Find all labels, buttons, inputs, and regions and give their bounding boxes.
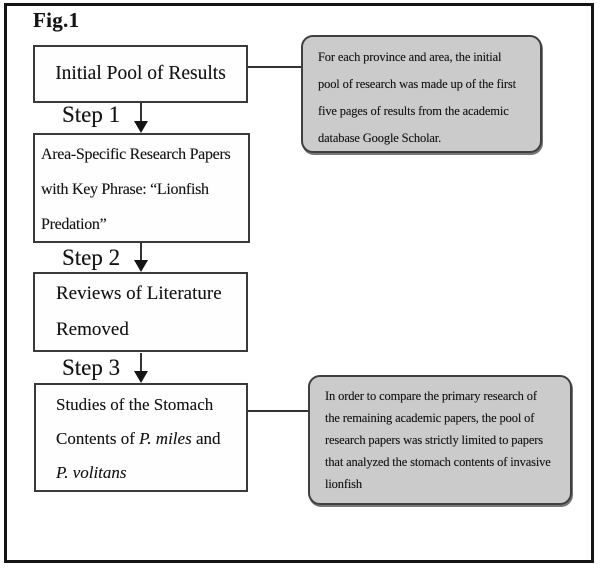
flow-box-area-specific-text: Area-Specific Research Papers with Key Ph…: [41, 137, 248, 241]
flow-box-text-line: Reviews of Literature: [56, 283, 222, 304]
connector-line-stomach-content: [247, 410, 308, 412]
arrow-down-1-icon: [134, 121, 148, 133]
step-2-label: Step 2: [62, 245, 121, 270]
callout-text-line: five pages of results from the academic: [318, 104, 509, 118]
arrow-down-2-icon: [134, 260, 148, 272]
callout-stomach-content-text: In order to compare the primary research…: [325, 385, 558, 495]
flow-box-text-line: Studies of the Stomach: [56, 395, 214, 414]
callout-text-line: In order to compare the primary research…: [325, 389, 537, 403]
flow-box-text-line: Area-Specific Research Papers: [41, 146, 231, 163]
flow-box-initial-pool: Initial Pool of Results: [33, 45, 248, 103]
callout-text-line: lionfish: [325, 477, 362, 491]
flow-box-area-specific-papers: Area-Specific Research Papers with Key Ph…: [33, 133, 250, 243]
callout-text-line: research papers was strictly limited to …: [325, 433, 544, 447]
callout-initial-pool-text: For each province and area, the initial p…: [318, 44, 528, 151]
flow-box-text-line: Initial Pool of Results: [55, 63, 226, 84]
flow-box-text-line: with Key Phrase: “Lionfish: [41, 181, 209, 198]
callout-text-line: that analyzed the stomach contents of in…: [325, 455, 551, 469]
callout-initial-pool-note: For each province and area, the initial p…: [301, 35, 542, 153]
flow-box-text-line: P. volitans: [56, 463, 127, 482]
callout-text-line: pool of research was made up of the firs…: [318, 77, 516, 91]
flow-box-initial-pool-text: Initial Pool of Results: [55, 63, 226, 85]
arrow-down-2-stem: [140, 243, 142, 261]
figure-label: Fig.1: [33, 8, 80, 32]
arrow-down-3-icon: [134, 371, 148, 383]
connector-line-initial-pool: [248, 66, 303, 68]
callout-stomach-content-note: In order to compare the primary research…: [308, 375, 572, 505]
arrow-down-1-stem: [140, 103, 142, 122]
step-3-label: Step 3: [62, 355, 121, 380]
callout-text-line: the remaining academic papers, the pool …: [325, 411, 535, 425]
figure-border-frame: [4, 3, 594, 563]
callout-text-line: For each province and area, the initial: [318, 50, 502, 64]
callout-text-line: database Google Scholar.: [318, 131, 442, 145]
arrow-down-3-stem: [140, 353, 142, 372]
flow-box-text-line: Contents of P. miles and: [56, 429, 221, 448]
step-1-label: Step 1: [62, 102, 121, 127]
flow-box-text-line: Removed: [56, 319, 129, 340]
flow-box-text-line: Predation”: [41, 216, 107, 233]
